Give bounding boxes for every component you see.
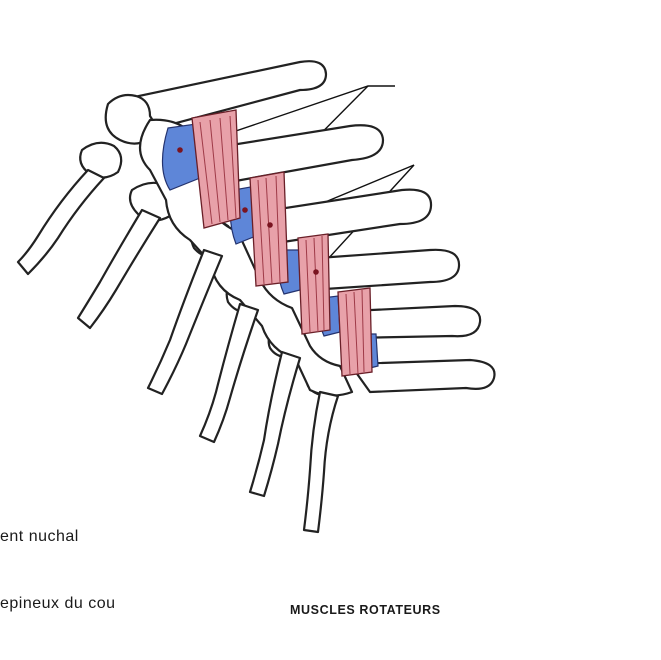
figure-title: MUSCLES ROTATEURS: [290, 603, 441, 617]
ribs-spinous: [16, 168, 340, 534]
long-rotator-muscles: [191, 109, 373, 377]
leader-dots: [177, 147, 319, 275]
label-ligament-nuchal: ent nuchal: [0, 528, 79, 545]
label-epineux-du-cou: epineux du cou: [0, 595, 116, 612]
